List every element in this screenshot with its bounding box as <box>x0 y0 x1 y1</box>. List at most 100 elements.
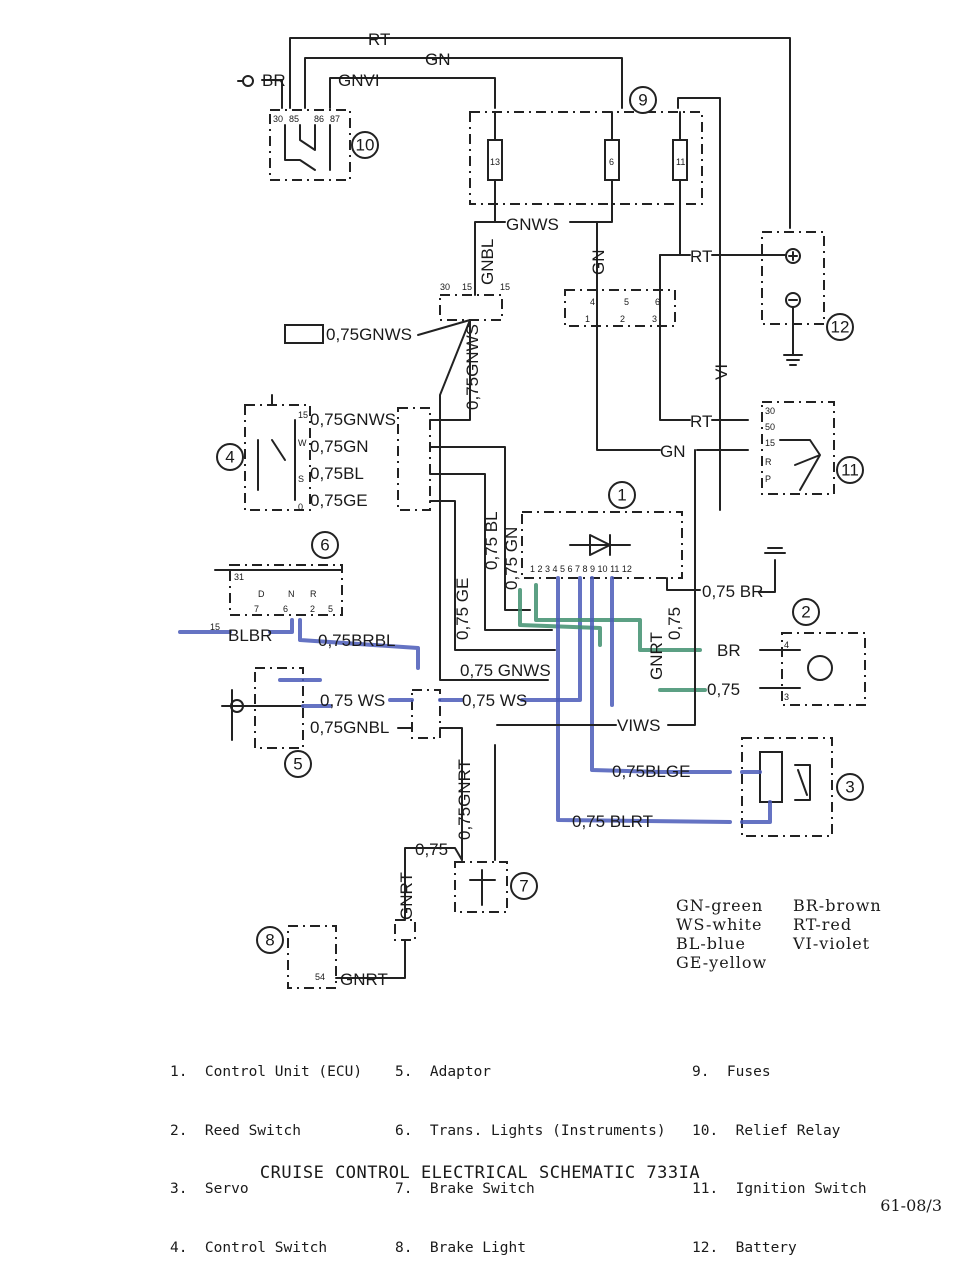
wire-label-gnrt-075: 0,75GNRT <box>455 759 474 840</box>
adaptor-pin-6: 6 <box>655 297 660 307</box>
trans-pin-5: 5 <box>328 604 333 614</box>
legend-vi: VI-violet <box>793 934 871 953</box>
switch-pin-s: S <box>298 474 304 484</box>
wire-label-gn-vertical: GN <box>589 250 608 276</box>
component-number-5: 5 <box>284 750 312 778</box>
svg-text:4: 4 <box>225 448 234 467</box>
trans-d: D <box>258 589 265 599</box>
wire-label-vi: VI <box>712 364 731 380</box>
ignition-pin-50: 50 <box>765 422 775 432</box>
ign-pin-30: 30 <box>440 282 450 292</box>
gnws-connector-left <box>284 324 324 344</box>
component-number-6: 6 <box>311 531 339 559</box>
wire-label-gnrt-light: GNRT <box>340 970 388 989</box>
trans-lights: 31 D N R 7 6 2 5 <box>214 564 343 616</box>
svg-text:12: 12 <box>831 318 850 337</box>
wire-label-rt-battery: RT <box>690 247 712 266</box>
trans-r: R <box>310 589 317 599</box>
legend-br: BR-brown <box>793 896 882 915</box>
component-number-4: 4 <box>216 443 244 471</box>
legend-gn: GN-green <box>676 896 764 915</box>
parts-list-col3: 9. Fuses 10. Relief Relay 11. Ignition S… <box>692 1024 867 1278</box>
legend-row: WS-white RT-red <box>676 915 910 934</box>
wire-label-br-075: 0,75 BR <box>702 582 763 601</box>
adaptor-pin-3: 3 <box>652 314 657 324</box>
wire-label-gnvi: GNVI <box>338 71 380 90</box>
control-switch: 15 W S 0 <box>244 394 311 512</box>
reed-switch: 4 3 <box>759 632 866 706</box>
fuse-13: 13 <box>490 157 500 167</box>
part-6: 6. Trans. Lights (Instruments) <box>395 1122 666 1139</box>
pin-15-label: 15 <box>210 622 220 632</box>
svg-text:9: 9 <box>638 91 647 110</box>
parts-list-col2: 5. Adaptor 6. Trans. Lights (Instruments… <box>395 1024 666 1278</box>
wire-label-reed-br: BR <box>717 641 741 660</box>
part-5: 5. Adaptor <box>395 1064 492 1080</box>
svg-text:11: 11 <box>841 461 859 480</box>
component-number-2: 2 <box>792 598 820 626</box>
legend-ws: WS-white <box>676 915 763 934</box>
wire-label-sw-gn: 0,75GN <box>310 437 369 456</box>
adaptor-pin-2: 2 <box>620 314 625 324</box>
svg-text:6: 6 <box>320 536 329 555</box>
relay-pin-30: 30 <box>273 114 283 124</box>
ignition-pin-15: 15 <box>765 438 775 448</box>
parts-list-col1: 1. Control Unit (ECU) 2. Reed Switch 3. … <box>170 1024 362 1278</box>
wire-label-gnrt-vertical: GNRT <box>647 632 666 680</box>
legend-row: BL-blue VI-violet <box>676 934 910 953</box>
adaptor-connector <box>411 689 441 739</box>
legend-bl: BL-blue <box>676 934 746 953</box>
wire-label-brake-075: 0,75 <box>415 840 448 859</box>
trans-n: N <box>288 589 295 599</box>
legend-rt: RT-red <box>793 915 853 934</box>
svg-text:2: 2 <box>801 603 810 622</box>
wire-label-v-gn: 0,75 GN <box>502 527 521 590</box>
switch-pin-0: 0 <box>298 502 303 512</box>
wire-label-gnbl-vertical: GNBL <box>478 239 497 285</box>
wire-label-075-vertical: 0,75 <box>665 607 684 640</box>
servo <box>740 737 833 837</box>
fuse-box: 13 6 11 <box>469 111 703 205</box>
wire-color-legend: GN-green BR-brown WS-white RT-red BL-blue V… <box>676 896 910 972</box>
wire-label-gnws-bottom: 0,75 GNWS <box>460 661 551 680</box>
svg-text:3: 3 <box>845 778 854 797</box>
wire-label-brbl: 0,75BRBL <box>318 631 396 650</box>
switch-connector <box>397 407 431 511</box>
wire-label-gnws-mid: GNWS <box>506 215 559 234</box>
trans-pin-31: 31 <box>234 572 244 582</box>
component-number-10: 10 <box>351 131 379 159</box>
battery <box>761 231 825 366</box>
ignition-switch: 30 50 15 R P <box>761 401 835 495</box>
wire-label-ws-left: 0,75 WS <box>320 691 385 710</box>
wire-label-rt-top: RT <box>368 30 390 49</box>
svg-text:10: 10 <box>356 136 375 155</box>
part-9: 9. Fuses <box>692 1064 771 1080</box>
component-number-9: 9 <box>629 86 657 114</box>
svg-text:1: 1 <box>617 486 626 505</box>
part-1: 1. Control Unit (ECU) <box>170 1064 363 1080</box>
page-number: 61-08/3 <box>880 1196 942 1215</box>
wire-label-gnws-left: 0,75GNWS <box>326 325 412 344</box>
part-10: 10. Relief Relay <box>692 1122 841 1139</box>
trans-pin-7: 7 <box>254 604 259 614</box>
part-4: 4. Control Switch <box>170 1239 328 1256</box>
adaptor-pin-5: 5 <box>624 297 629 307</box>
trans-pin-6: 6 <box>283 604 288 614</box>
part-2: 2. Reed Switch <box>170 1122 301 1139</box>
ground-symbol-top <box>237 75 254 87</box>
component-number-12: 12 <box>826 313 854 341</box>
wire-label-rt-ign: RT <box>690 412 712 431</box>
wire-label-gn-top: GN <box>425 50 451 69</box>
relay-pin-86: 86 <box>314 114 324 124</box>
switch-pin-w: W <box>298 438 307 448</box>
adaptor-pin-4: 4 <box>590 297 595 307</box>
ignition-pin-p: P <box>765 474 771 484</box>
wire-label-gnws-diagonal: 0,75GNWS <box>463 324 482 410</box>
component-number-7: 7 <box>510 872 538 900</box>
legend-row: GE-yellow <box>676 953 910 972</box>
wire-label-blbr: BLBR <box>228 626 272 645</box>
part-3: 3. Servo <box>170 1181 249 1197</box>
svg-text:7: 7 <box>519 877 528 896</box>
control-unit-ecu: 1 2 3 4 5 6 7 8 9 10 11 12 <box>521 511 683 579</box>
part-12: 12. Battery <box>692 1239 797 1256</box>
